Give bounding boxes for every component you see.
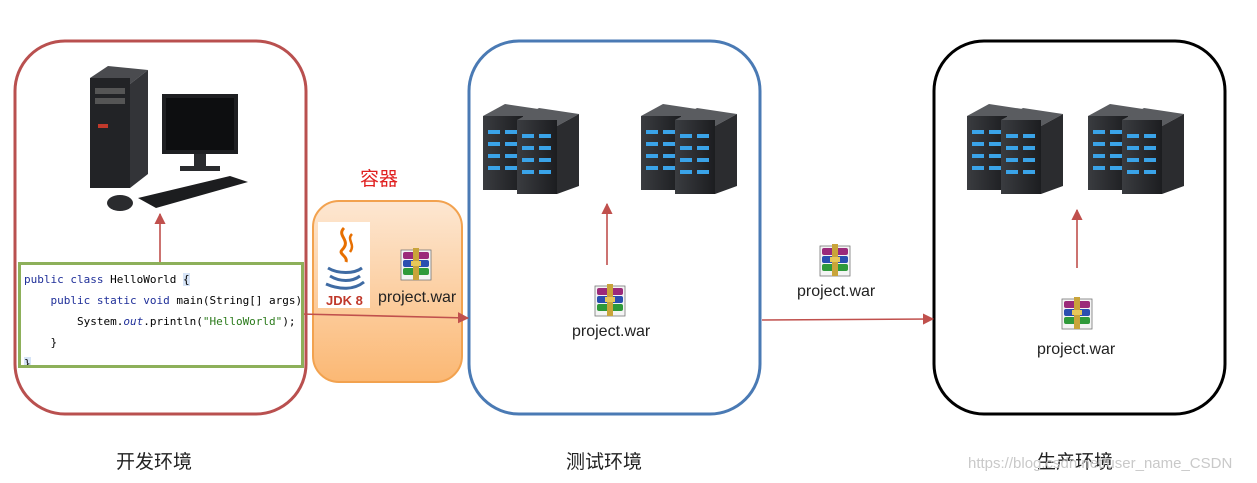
code-line: public static void main(String[] args) { [50, 294, 304, 307]
arrow-dev-to-test [299, 312, 470, 324]
war-label-transfer: project.war [797, 283, 876, 300]
winrar-archive-icon [1061, 296, 1093, 330]
watermark: https://blog.csdn.net/user_name_CSDN [968, 455, 1233, 472]
winrar-archive-icon [400, 247, 432, 281]
code-line: } [24, 357, 31, 368]
server-rack-icon [483, 104, 579, 194]
test-environment-label: 测试环境 [566, 451, 643, 473]
arrow-test-to-prod [761, 313, 935, 325]
war-label-test: project.war [572, 323, 651, 340]
dev-environment-label: 开发环境 [116, 451, 193, 473]
war-label-prod: project.war [1037, 341, 1116, 358]
test-environment-box [467, 39, 762, 416]
prod-environment-label: 生产环境 [1037, 451, 1114, 473]
code-line: } [24, 336, 58, 349]
container-label: 容器 [360, 168, 399, 190]
server-rack-icon [641, 104, 737, 194]
war-label-container: project.war [378, 289, 457, 306]
server-rack-icon [1088, 104, 1184, 194]
code-snippet: public class HelloWorld { public static … [18, 262, 304, 368]
desktop-computer-icon [90, 66, 248, 211]
java-logo-icon [318, 222, 370, 308]
server-rack-icon [967, 104, 1063, 194]
winrar-archive-icon [819, 243, 851, 277]
jdk-label: JDK 8 [326, 293, 363, 308]
winrar-archive-icon [594, 283, 626, 317]
code-line: public class HelloWorld { [24, 273, 190, 286]
code-line: System.out.println("HelloWorld"); [24, 315, 296, 328]
